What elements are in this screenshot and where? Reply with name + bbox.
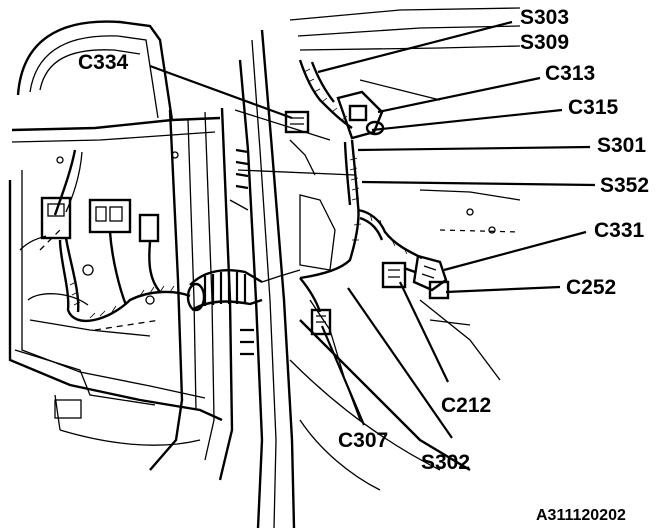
label-c313: C313: [545, 62, 595, 85]
door-wire-harness: [19, 149, 301, 323]
door-illustration: [8, 20, 234, 481]
body-pillar: [229, 7, 521, 528]
label-s301: S301: [597, 134, 646, 157]
leader-lines: [149, 20, 596, 439]
label-c331: C331: [594, 219, 645, 242]
label-s303: S303: [520, 6, 569, 29]
leader-s352: [361, 180, 596, 187]
leader-c307: [320, 325, 366, 426]
callout-labels: S303 S309 C313 C315 S301 S352 C331 C252 …: [78, 6, 649, 524]
label-s309: S309: [520, 31, 569, 54]
label-s302: S302: [421, 451, 470, 474]
leader-c313: [377, 76, 541, 114]
leader-c331: [443, 230, 587, 272]
label-s352: S352: [600, 174, 649, 197]
label-c212: C212: [441, 394, 491, 417]
leader-s302: [347, 287, 453, 439]
body-wire-harness: [284, 59, 450, 336]
leader-c315: [371, 108, 563, 132]
label-c334: C334: [78, 51, 129, 74]
label-c307: C307: [338, 429, 388, 452]
figure-id: A311120202: [536, 507, 626, 524]
leader-c334: [149, 64, 293, 120]
leader-c252: [445, 285, 561, 294]
label-c315: C315: [568, 96, 619, 119]
label-c252: C252: [566, 276, 616, 299]
leader-s303: [317, 20, 513, 74]
leader-s301: [357, 145, 591, 152]
leader-c212: [399, 281, 449, 383]
